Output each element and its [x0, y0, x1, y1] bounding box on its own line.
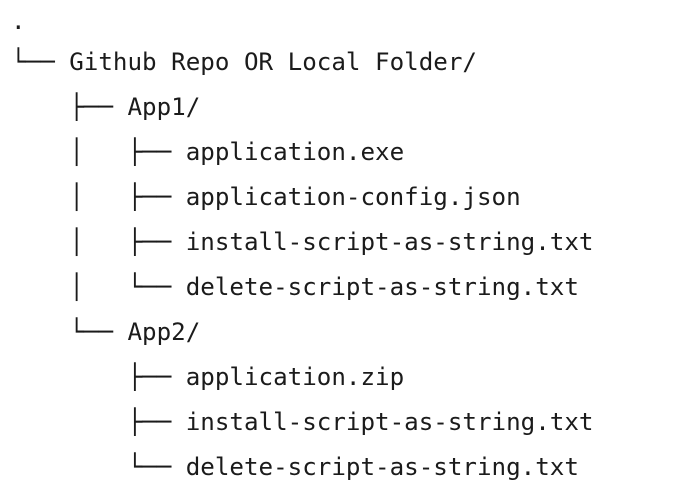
tree-line-app2: └── App2/ [11, 318, 201, 346]
tree-line-app2-delete-script: └── delete-script-as-string.txt [11, 453, 579, 481]
tree-line-app1-delete-script: │ └── delete-script-as-string.txt [11, 273, 579, 301]
tree-line-root: . [11, 7, 26, 35]
tree-line-application-exe: │ ├── application.exe [11, 138, 405, 166]
tree-line-application-zip: ├── application.zip [11, 363, 405, 391]
tree-line-github-repo-or-local-folder: └── Github Repo OR Local Folder/ [11, 48, 477, 76]
tree-line-app1-install-script: │ ├── install-script-as-string.txt [11, 228, 594, 256]
tree-line-app2-install-script: ├── install-script-as-string.txt [11, 408, 594, 436]
tree-line-application-config-json: │ ├── application-config.json [11, 183, 521, 211]
tree-line-app1: ├── App1/ [11, 93, 201, 121]
